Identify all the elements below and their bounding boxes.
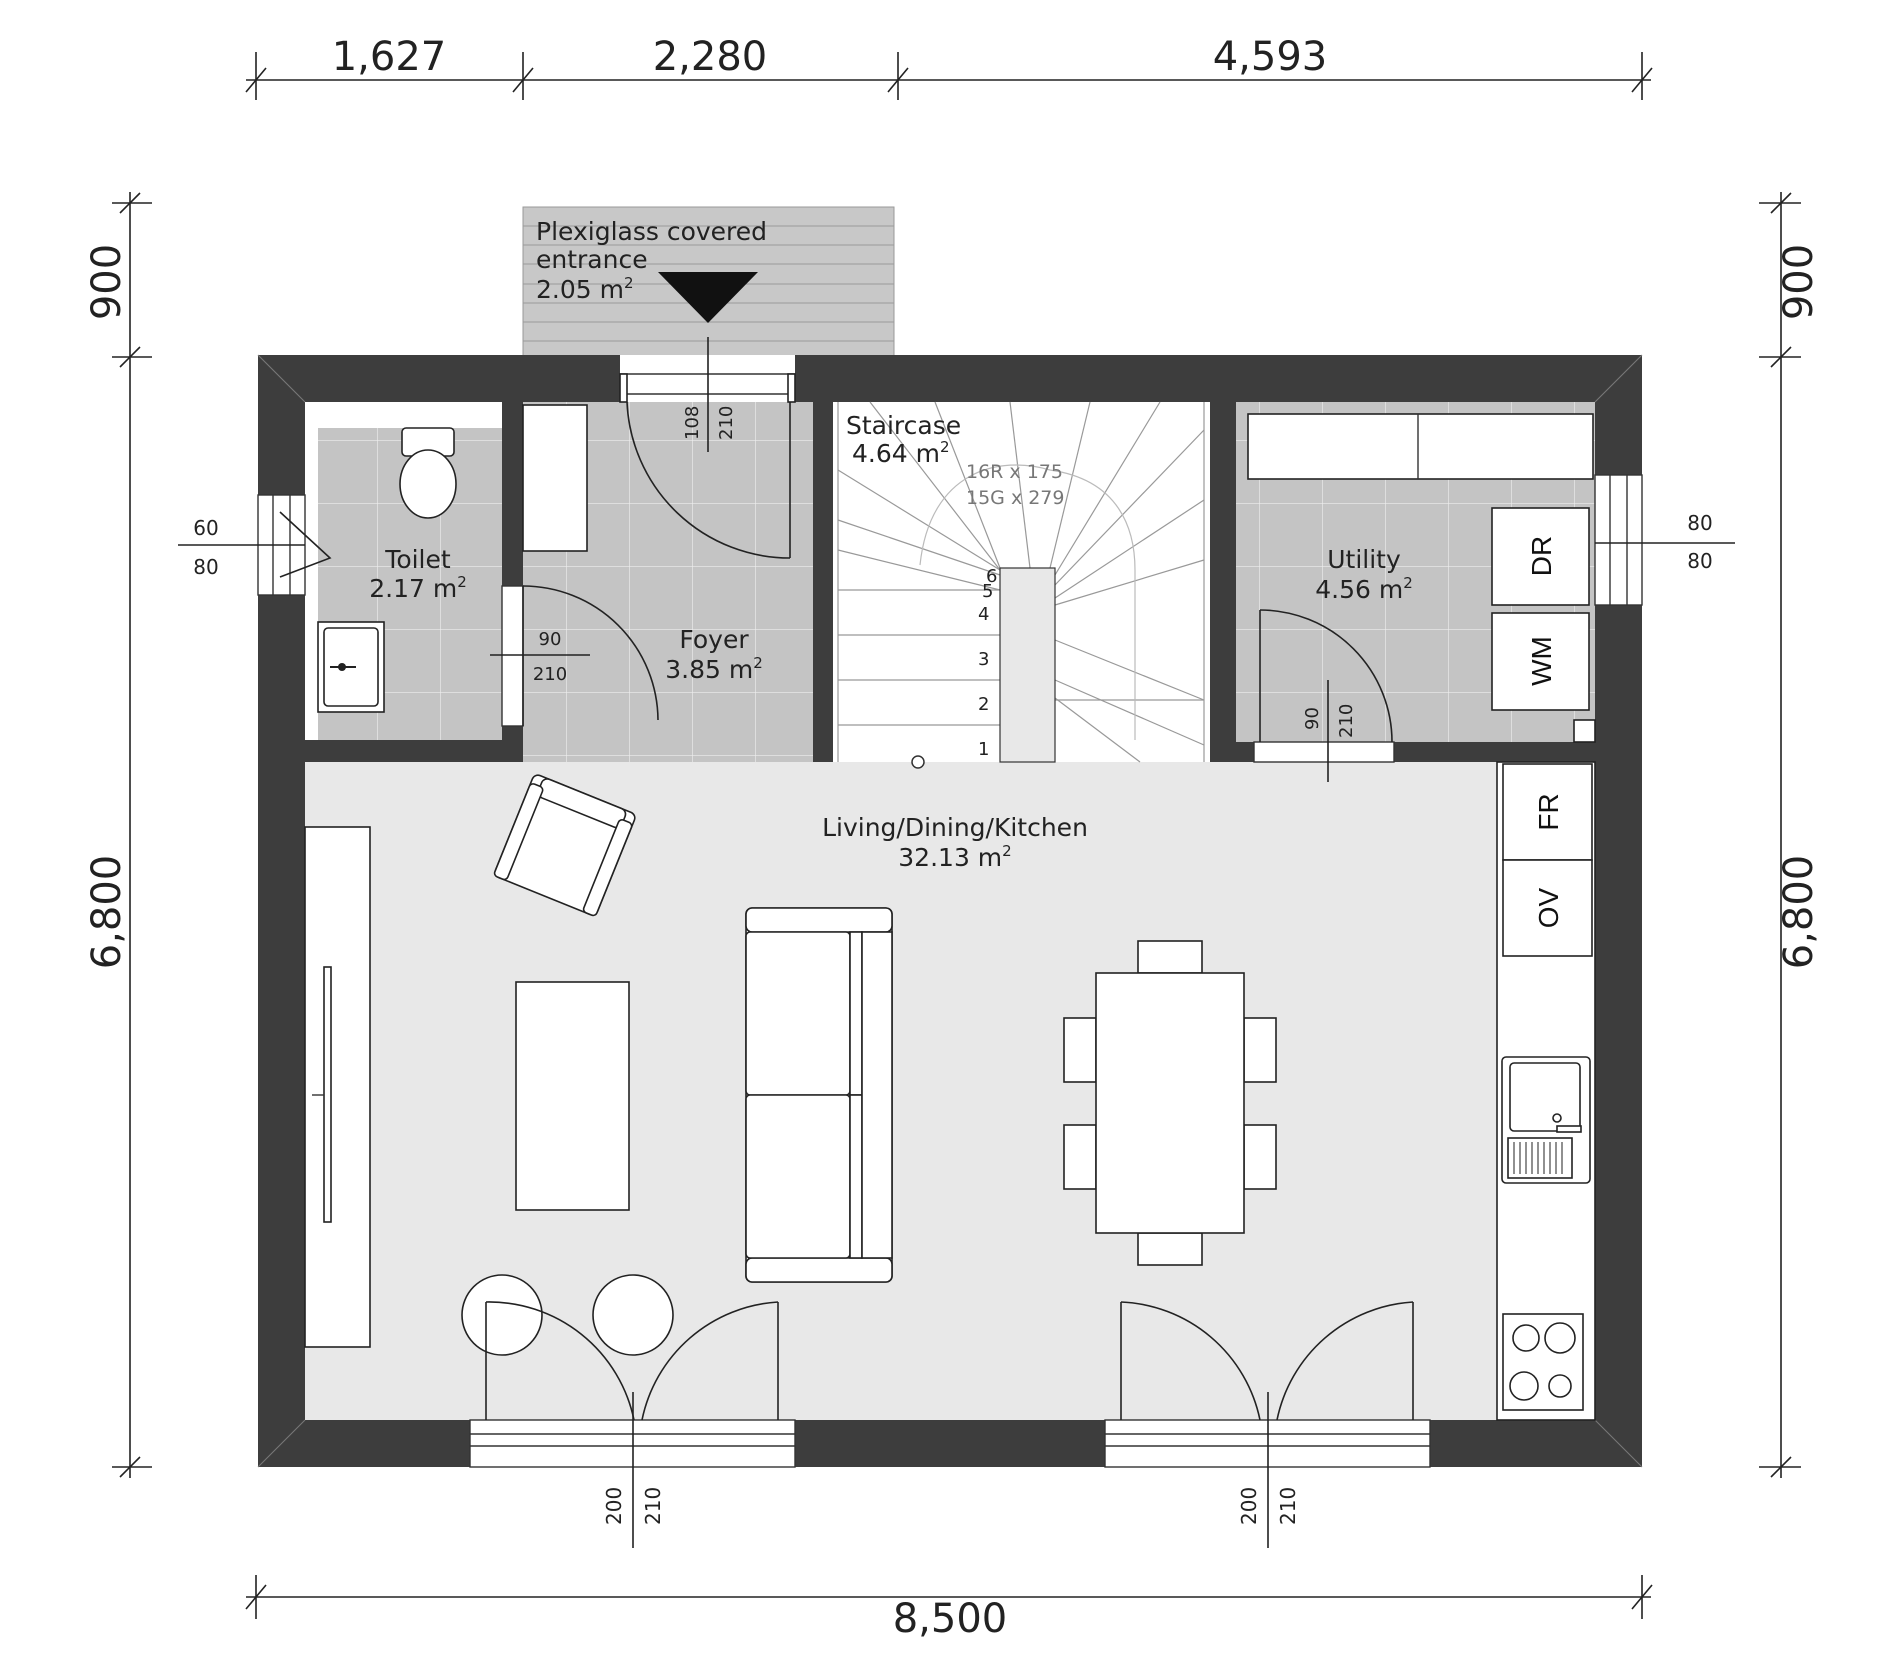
dryer-label: DR — [1526, 536, 1557, 576]
patio-right-width: 200 — [1237, 1487, 1261, 1525]
toilet-door[interactable]: 90 210 — [490, 585, 659, 727]
dim-left-900: 900 — [84, 244, 130, 320]
coffee-table — [515, 981, 630, 1211]
entrance-door[interactable]: 108 210 — [619, 337, 796, 559]
staircase-labels: 1 2 3 4 5 6 Staircase 4.64 m2 16R x 175 … — [846, 411, 1065, 769]
utility-area: 4.56 m2 — [1315, 574, 1413, 604]
toilet-area: 2.17 m2 — [369, 573, 467, 603]
cooktop-icon — [1502, 1313, 1584, 1411]
foyer-room: Foyer 3.85 m2 — [522, 404, 763, 684]
toilet-window-width: 60 — [193, 516, 218, 540]
dimension-top: 1,627 2,280 4,593 — [245, 34, 1653, 100]
exterior-walls — [257, 354, 1643, 1468]
living-area: 32.13 m2 — [898, 842, 1011, 872]
dim-top-2: 2,280 — [653, 34, 768, 80]
entrance-door-height: 210 — [716, 406, 737, 440]
kitchen-sink-icon — [1501, 1056, 1591, 1184]
toilet-room: 60 80 Toilet 2.17 m2 — [178, 427, 467, 713]
utility-door-height: 210 — [1336, 704, 1357, 738]
utility-door[interactable]: 90 210 — [1253, 609, 1395, 782]
utility-door-width: 90 — [1302, 707, 1323, 730]
toilet-window-height: 80 — [193, 555, 218, 579]
living-name: Living/Dining/Kitchen — [822, 813, 1088, 842]
utility-room: DR WM Utility 4.56 m2 — [1247, 413, 1596, 743]
dimension-bottom: 8,500 — [245, 1575, 1653, 1642]
staircase-name: Staircase — [846, 411, 961, 440]
dim-right-900: 900 — [1776, 244, 1822, 320]
stair-number-2: 2 — [978, 694, 989, 715]
stair-number-4: 4 — [978, 604, 989, 625]
toilet-door-height: 210 — [533, 664, 567, 685]
entrance-canopy: Plexiglass covered entrance 2.05 m2 — [522, 206, 895, 358]
entrance-area: 2.05 m2 — [536, 274, 634, 304]
dim-left-6800: 6,800 — [84, 855, 130, 970]
fridge-label: FR — [1533, 793, 1564, 830]
patio-door-right[interactable]: 200 210 — [1104, 1301, 1431, 1548]
stair-number-3: 3 — [978, 649, 989, 670]
dimension-right: 900 6,800 — [1759, 192, 1822, 1478]
sofa — [745, 907, 893, 1283]
stair-number-1: 1 — [978, 739, 989, 760]
utility-name: Utility — [1327, 545, 1401, 574]
stair-start-marker — [911, 755, 925, 769]
patio-right-height: 210 — [1276, 1487, 1300, 1525]
staircase-area: 4.64 m2 — [852, 438, 950, 468]
foyer-name: Foyer — [679, 625, 749, 654]
utility-counter — [1247, 413, 1594, 480]
oven-label: OV — [1533, 887, 1564, 928]
utility-small-cabinet — [1573, 719, 1596, 743]
entrance-arrow-icon — [658, 272, 758, 323]
utility-window[interactable]: 80 80 — [1594, 474, 1735, 606]
stair-number-6: 6 — [986, 566, 997, 587]
living-room: Living/Dining/Kitchen 32.13 m2 — [304, 761, 1596, 1421]
entrance-door-width: 108 — [682, 406, 703, 440]
utility-window-height: 80 — [1687, 549, 1712, 573]
toilet-bowl-icon — [399, 427, 457, 519]
patio-left-width: 200 — [602, 1487, 626, 1525]
stair-number-5: 5 — [982, 581, 993, 602]
entrance-label: Plexiglass covered — [536, 217, 767, 246]
toilet-name: Toilet — [384, 545, 451, 574]
washer-label: WM — [1526, 636, 1557, 686]
round-stool-left — [461, 1274, 543, 1356]
washing-machine[interactable]: WM — [1491, 612, 1590, 711]
staircase — [837, 401, 1205, 763]
patio-left-height: 210 — [641, 1487, 665, 1525]
armchair — [493, 774, 636, 917]
toilet-sink-icon — [317, 621, 385, 713]
round-stool-right — [592, 1274, 674, 1356]
fridge[interactable]: FR — [1502, 763, 1593, 861]
entrance-label-2: entrance — [536, 245, 648, 274]
dim-right-6800: 6,800 — [1776, 855, 1822, 970]
dim-bottom-8500: 8,500 — [893, 1596, 1008, 1642]
dim-top-1: 1,627 — [332, 34, 447, 80]
utility-window-width: 80 — [1687, 511, 1712, 535]
patio-door-left[interactable]: 200 210 — [469, 1301, 796, 1548]
dining-table — [1063, 940, 1277, 1266]
staircase-risers: 16R x 175 — [966, 461, 1063, 483]
toilet-door-width: 90 — [539, 629, 562, 650]
toilet-corridor-white — [305, 402, 502, 428]
dimension-left: 900 6,800 — [84, 192, 152, 1478]
foyer-cabinet — [522, 404, 588, 552]
kitchen-counter: FR OV — [1496, 761, 1596, 1421]
foyer-area: 3.85 m2 — [665, 654, 763, 684]
dryer[interactable]: DR — [1491, 507, 1590, 606]
oven[interactable]: OV — [1502, 859, 1593, 957]
dim-top-3: 4,593 — [1213, 34, 1328, 80]
staircase-goings: 15G x 279 — [966, 487, 1065, 509]
tv-unit — [304, 826, 371, 1348]
